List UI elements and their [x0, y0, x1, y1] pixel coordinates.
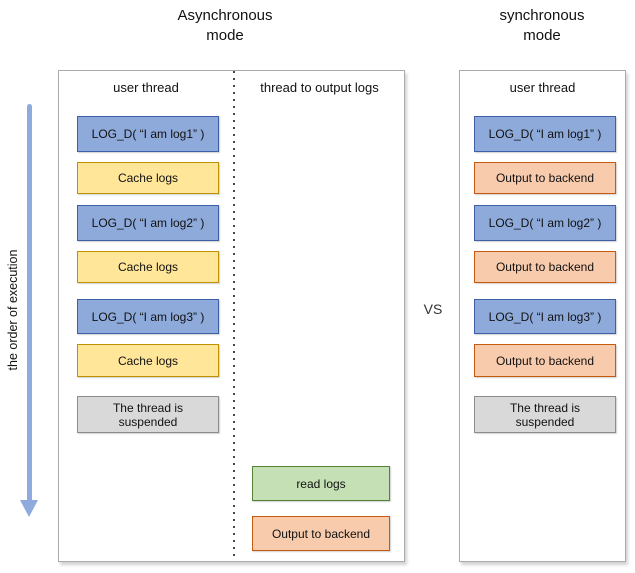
sync-panel: user thread LOG_D( “I am log1” ) Output …: [459, 70, 626, 562]
output-thread-header: thread to output logs: [260, 80, 379, 95]
log-call-box: LOG_D( “I am log3” ): [474, 299, 616, 334]
thread-suspended-box: The thread is suspended: [474, 396, 616, 433]
output-to-backend-box: Output to backend: [474, 162, 616, 194]
output-to-backend-box: Output to backend: [474, 344, 616, 377]
cache-logs-box: Cache logs: [77, 251, 219, 283]
output-to-backend-box: Output to backend: [474, 251, 616, 283]
user-thread-header: user thread: [113, 80, 179, 95]
log-call-box: LOG_D( “I am log2” ): [474, 205, 616, 241]
log-call-box: LOG_D( “I am log1” ): [77, 116, 219, 152]
async-panel: user thread thread to output logs LOG_D(…: [58, 70, 405, 562]
async-mode-title: Asynchronous mode: [177, 7, 273, 44]
execution-order-arrow-line: [27, 104, 32, 502]
vs-label: VS: [423, 301, 443, 317]
log-call-box: LOG_D( “I am log1” ): [474, 116, 616, 152]
read-logs-box: read logs: [252, 466, 390, 501]
log-call-box: LOG_D( “I am log2” ): [77, 205, 219, 241]
thread-suspended-box: The thread is suspended: [77, 396, 219, 433]
cache-logs-box: Cache logs: [77, 344, 219, 377]
user-thread-header: user thread: [509, 80, 576, 95]
execution-order-label: the order of execution: [6, 249, 20, 371]
output-to-backend-box: Output to backend: [252, 516, 390, 551]
log-call-box: LOG_D( “I am log3” ): [77, 299, 219, 334]
sync-mode-title: synchronous mode: [499, 7, 585, 44]
arrow-down-icon: [20, 500, 38, 517]
cache-logs-box: Cache logs: [77, 162, 219, 194]
thread-column-divider: [233, 71, 235, 561]
